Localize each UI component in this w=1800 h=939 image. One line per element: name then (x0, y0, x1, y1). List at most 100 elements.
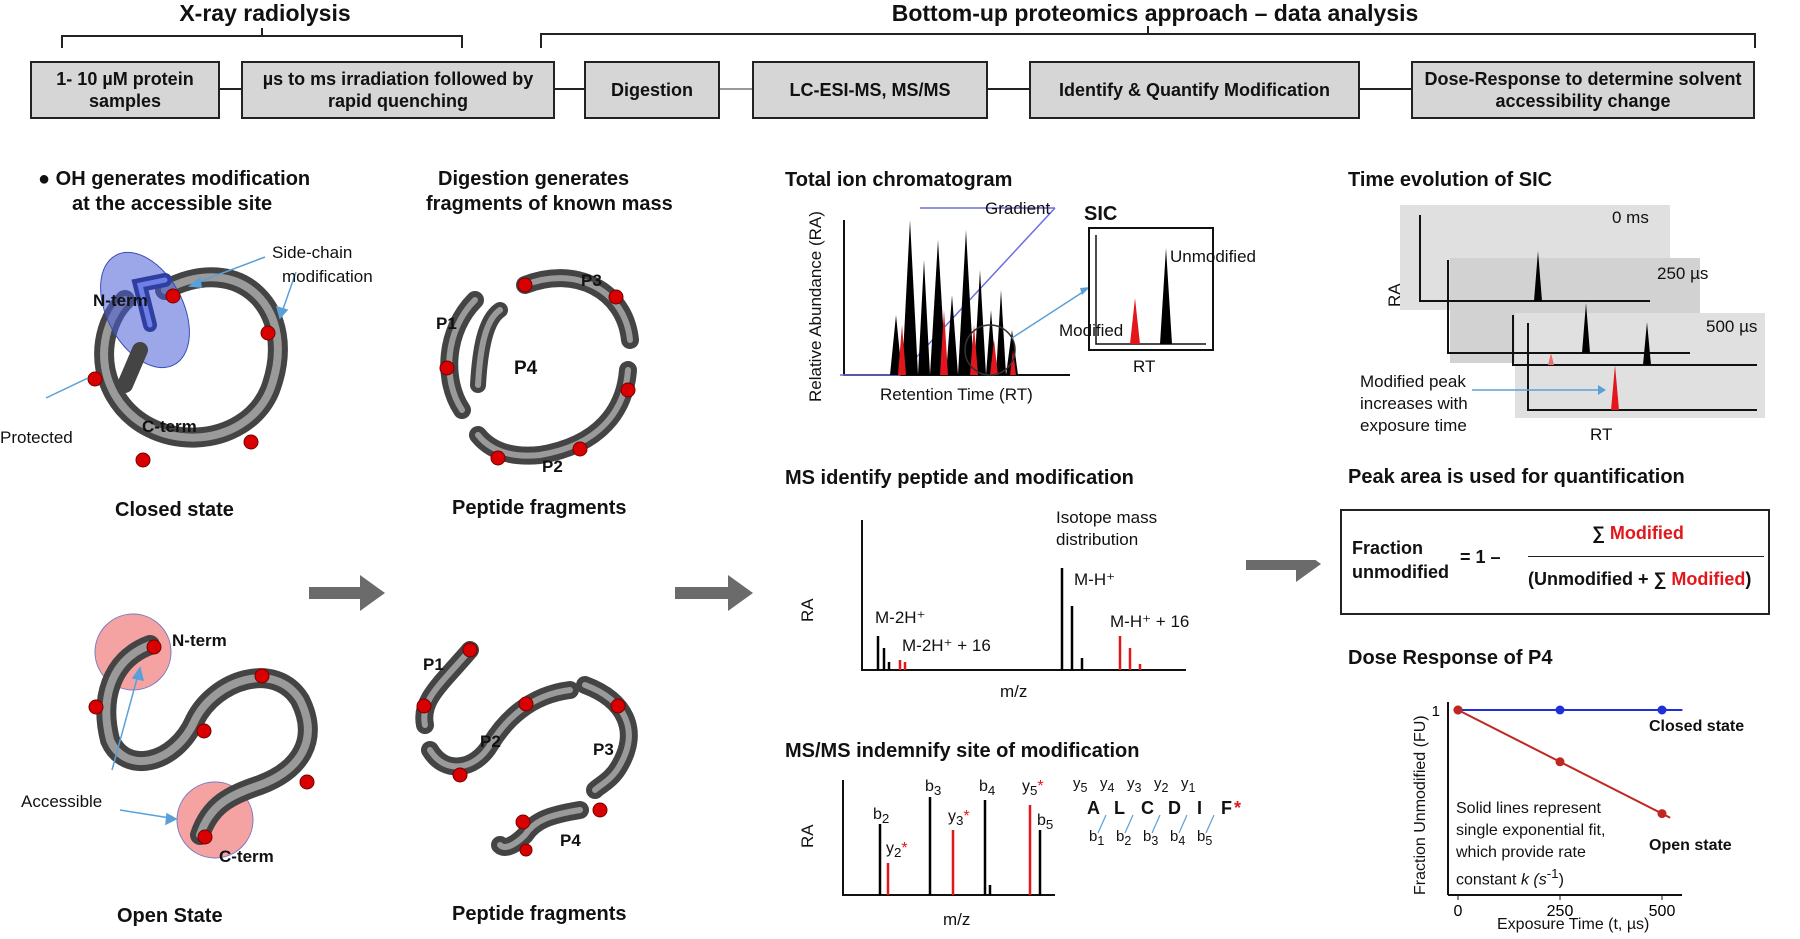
formula-numerator: ∑ Modified (1592, 523, 1684, 543)
fragment-p1-label: P1 (436, 314, 457, 333)
msms-xlabel: m/z (943, 910, 971, 929)
header-brackets (61, 26, 1756, 48)
dose-point-1-1 (1555, 757, 1565, 767)
col1-title-line1: ● OH generates modification (38, 168, 311, 190)
tic-ylabel: Relative Abundance (RA) (806, 211, 825, 402)
tic-title: Total ion chromatogram (785, 169, 1013, 191)
dose-x-tick-250: 250 (1547, 903, 1574, 920)
fit-note-2: single exponential fit, (1456, 822, 1606, 839)
time-evolution-title: Time evolution of SIC (1348, 169, 1553, 191)
fragment-p2-label: P2 (542, 457, 563, 476)
fraction-label-1: Fraction (1352, 538, 1424, 558)
side-chain-label-2: modification (282, 267, 373, 286)
fragment-p4-label: P4 (514, 358, 538, 379)
protected-label: Protected (0, 428, 73, 447)
sic-unmodified-label: Unmodified (1170, 247, 1256, 266)
modified-peak-label-3: exposure time (1360, 416, 1467, 435)
ion-y5-label: y5* (1022, 778, 1044, 799)
dose-point-0-2 (1657, 705, 1667, 715)
closed-state-caption: Closed state (115, 499, 234, 521)
peptide-fragments-open (415, 641, 638, 857)
dose-ylabel: Fraction Unmodified (FU) (1412, 715, 1429, 895)
peptide-fragments-closed (439, 269, 639, 466)
t0-label: 0 ms (1612, 208, 1649, 227)
col2-title-line1: Digestion generates (438, 168, 630, 190)
step-protein-samples: 1- 10 µM protein samples (30, 61, 220, 119)
t500-label: 500 µs (1706, 317, 1758, 336)
mh16-label: M-H⁺ + 16 (1110, 612, 1190, 631)
ms-title: MS identify peptide and modification (785, 467, 1134, 489)
header-left-title: X-ray radiolysis (179, 0, 351, 26)
fragment-p3-label: P3 (581, 271, 602, 290)
fragment-open-p3-label: P3 (593, 740, 614, 759)
fragment-open-p2-label: P2 (480, 732, 501, 751)
dose-fit-line-1 (1457, 709, 1671, 819)
equals-one-minus: = 1 – (1460, 547, 1501, 567)
ms-spectrum (861, 520, 1186, 671)
open-n-term-label: N-term (172, 631, 227, 650)
ms-xlabel: m/z (1000, 682, 1028, 701)
dose-x-tick-500: 500 (1649, 903, 1676, 920)
ion-b2-label: b2 (873, 806, 890, 827)
isotope-label-1: Isotope mass (1056, 508, 1158, 527)
time-evolution-sic (1400, 205, 1765, 418)
tic-xlabel: Retention Time (RT) (880, 385, 1033, 404)
dose-series (1453, 705, 1683, 819)
accessible-label: Accessible (21, 792, 103, 811)
header-right-title: Bottom-up proteomics approach – data ana… (891, 0, 1419, 26)
quantification-formula-box: Fraction unmodified = 1 – ∑ Modified (Un… (1340, 509, 1770, 615)
step-connectors (218, 88, 1411, 90)
quantification-title: Peak area is used for quantification (1348, 466, 1685, 488)
ion-b5-label: b5 (1037, 812, 1054, 833)
open-state-label: Open state (1649, 837, 1732, 854)
ion-y2-label: y2* (886, 840, 908, 861)
dose-point-1-2 (1657, 809, 1667, 819)
dose-point-0-1 (1555, 705, 1565, 715)
gradient-label: Gradient (985, 199, 1051, 218)
modified-peak-label-1: Modified peak (1360, 372, 1466, 391)
peptide-fragments-caption-bottom: Peptide fragments (452, 903, 627, 925)
time-rt-label: RT (1590, 425, 1613, 444)
step-irradiation: µs to ms irradiation followed by rapid q… (241, 61, 555, 119)
ion-b3-label: b3 (925, 778, 942, 799)
closed-c-term-label: C-term (142, 417, 197, 436)
step-lc-ms: LC-ESI-MS, MS/MS (752, 61, 988, 119)
m2h16-label: M-2H⁺ + 16 (902, 636, 991, 655)
ms-ylabel: RA (798, 598, 817, 622)
closed-n-term-label: N-term (93, 291, 148, 310)
closed-state-label: Closed state (1649, 718, 1745, 735)
col1-title-line2: at the accessible site (72, 193, 273, 215)
fit-note-3: which provide rate (1456, 844, 1586, 861)
t250-label: 250 µs (1657, 264, 1709, 283)
fragment-open-p4-label: P4 (560, 831, 581, 850)
fraction-bar (1528, 556, 1764, 557)
dose-xlabel: Exposure Time (t, µs) (1497, 916, 1650, 933)
dose-y-tick-1: 1 (1432, 703, 1440, 720)
fraction-label-2: unmodified (1352, 562, 1449, 582)
sic-modified-label: Modified (1059, 321, 1124, 340)
closed-state-protein (45, 251, 297, 468)
flow-arrows (309, 560, 1321, 611)
dose-point-1-0 (1453, 705, 1463, 715)
dose-response-title: Dose Response of P4 (1348, 647, 1553, 669)
msms-title: MS/MS indemnify site of modification (785, 740, 1140, 762)
open-state-caption: Open State (117, 905, 223, 927)
mh-label: M-H⁺ (1074, 570, 1116, 589)
peptide-fragments-caption-top: Peptide fragments (452, 497, 627, 519)
time-ra-label: RA (1385, 283, 1404, 307)
step-digestion: Digestion (584, 61, 720, 119)
isotope-label-2: distribution (1056, 530, 1139, 549)
sic-xlabel: RT (1133, 357, 1156, 376)
tic-chart (840, 207, 1214, 376)
ion-y3-label: y3* (948, 808, 970, 829)
side-chain-label-1: Side-chain (272, 243, 353, 262)
fit-note-4: constant k (s-1) (1456, 866, 1564, 889)
formula-denominator: (Unmodified + ∑ Modified) (1528, 569, 1752, 589)
msms-spectrum (842, 780, 1215, 896)
fragment-open-p1-label: P1 (423, 655, 444, 674)
open-c-term-label: C-term (219, 847, 274, 866)
step-dose-response: Dose-Response to determine solvent acces… (1411, 61, 1755, 119)
open-state-protein (88, 613, 318, 859)
